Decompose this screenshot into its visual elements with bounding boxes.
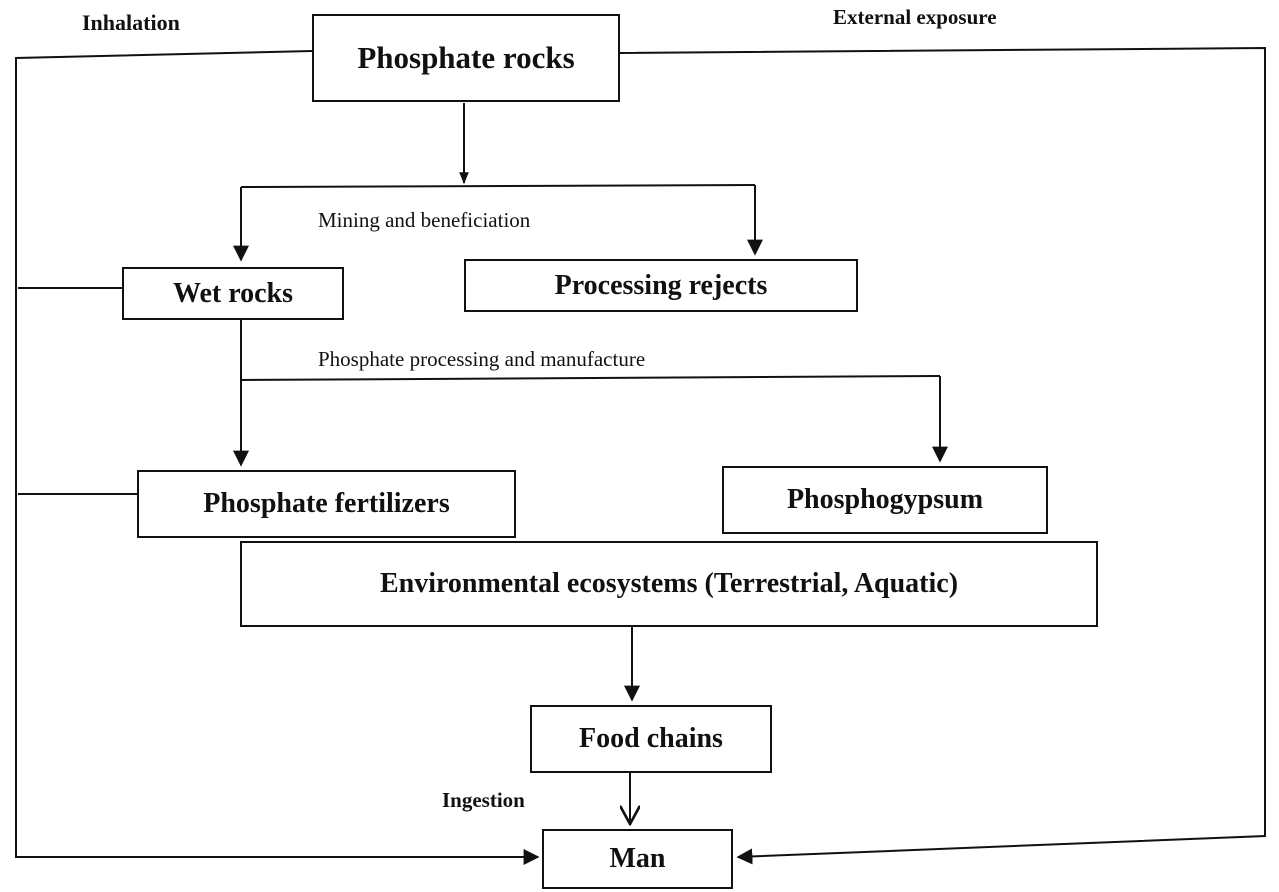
node-phosphate-rocks: Phosphate rocks [312, 14, 620, 102]
external-exposure-path [619, 46, 1266, 865]
node-processing-rejects: Processing rejects [464, 259, 858, 312]
mining-split-line [240, 184, 756, 188]
node-processing-rejects-label: Processing rejects [554, 269, 768, 301]
processing-split-line [240, 375, 941, 381]
label-inhalation: Inhalation [82, 10, 180, 35]
node-phosphogypsum-label: Phosphogypsum [786, 484, 984, 515]
inhalation-path [15, 50, 540, 865]
node-phosphogypsum: Phosphogypsum [722, 466, 1048, 534]
node-wet-rocks: Wet rocks [122, 267, 344, 320]
label-mining-beneficiation: Mining and beneficiation [318, 208, 531, 232]
node-phosphate-rocks-label: Phosphate rocks [357, 40, 575, 75]
node-wet-rocks-label: Wet rocks [172, 277, 294, 309]
node-man-label: Man [609, 843, 666, 874]
node-man: Man [542, 829, 733, 889]
label-processing-manufacture: Phosphate processing and manufacture [318, 347, 646, 371]
node-environmental-ecosystems-label: Environmental ecosystems (Terrestrial, A… [379, 568, 959, 599]
node-environmental-ecosystems: Environmental ecosystems (Terrestrial, A… [240, 541, 1098, 627]
label-ingestion: Ingestion [442, 788, 525, 812]
node-phosphate-fertilizers-label: Phosphate fertilizers [203, 488, 450, 519]
node-food-chains: Food chains [530, 705, 772, 773]
label-external-exposure: External exposure [833, 5, 997, 29]
node-food-chains-label: Food chains [579, 723, 723, 754]
node-phosphate-fertilizers: Phosphate fertilizers [137, 470, 516, 538]
